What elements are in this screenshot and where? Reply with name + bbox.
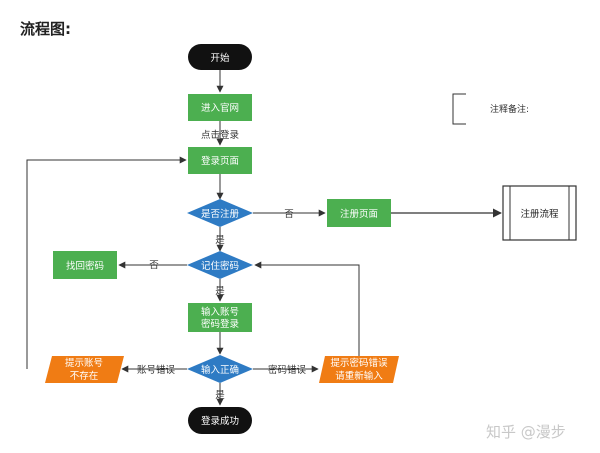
watermark: 知乎 @漫步 bbox=[486, 423, 566, 441]
edge-pwderror-remember bbox=[254, 261, 360, 356]
node-login-success-label: 登录成功 bbox=[201, 415, 239, 427]
page-title: 流程图: bbox=[20, 20, 71, 38]
node-is-registered: 是否注册 bbox=[187, 199, 253, 227]
node-login-page-label: 登录页面 bbox=[201, 156, 239, 167]
node-start-label: 开始 bbox=[210, 52, 230, 64]
edge-label-account-error: 账号错误 bbox=[137, 364, 176, 376]
node-register-page: 注册页面 bbox=[327, 199, 391, 227]
node-enter-site: 进入官网 bbox=[188, 94, 252, 121]
node-enter-site-label: 进入官网 bbox=[201, 102, 239, 114]
annotation-label: 注释备注: bbox=[490, 103, 529, 115]
node-input-login-line1: 输入账号 bbox=[201, 306, 239, 318]
node-find-password-label: 找回密码 bbox=[66, 260, 104, 272]
node-register-flow: 注册流程 bbox=[502, 185, 577, 241]
node-no-account: 提示账号 不存在 bbox=[45, 356, 124, 383]
node-input-correct-label: 输入正确 bbox=[201, 364, 239, 376]
node-is-registered-label: 是否注册 bbox=[201, 208, 240, 220]
node-login-page: 登录页面 bbox=[188, 147, 252, 174]
edge-label-yes-register: 是 bbox=[215, 235, 225, 246]
node-login-success: 登录成功 bbox=[188, 407, 252, 434]
edge-label-click-login: 点击登录 bbox=[201, 129, 240, 141]
node-register-page-label: 注册页面 bbox=[340, 208, 378, 220]
node-input-login: 输入账号 密码登录 bbox=[188, 303, 252, 332]
node-start: 开始 bbox=[188, 44, 252, 70]
edges bbox=[26, 70, 502, 406]
node-input-correct: 输入正确 bbox=[187, 355, 253, 383]
node-input-login-line2: 密码登录 bbox=[201, 318, 240, 330]
node-no-account-line2: 不存在 bbox=[70, 370, 99, 382]
edge-label-yes-correct: 是 bbox=[215, 390, 225, 401]
node-remember-password-label: 记住密码 bbox=[201, 260, 239, 272]
edge-label-no-remember: 否 bbox=[149, 260, 159, 271]
edge-label-no-register: 否 bbox=[284, 209, 294, 220]
node-password-error: 提示密码错误 请重新输入 bbox=[319, 356, 399, 383]
node-password-error-line2: 请重新输入 bbox=[335, 370, 383, 382]
node-remember-password: 记住密码 bbox=[187, 251, 253, 279]
annotation: 注释备注: bbox=[452, 93, 529, 125]
node-find-password: 找回密码 bbox=[53, 251, 117, 279]
edge-noaccount-login bbox=[26, 156, 187, 369]
node-register-flow-label: 注册流程 bbox=[520, 208, 559, 220]
node-no-account-line1: 提示账号 bbox=[65, 357, 103, 369]
edge-label-yes-remember: 是 bbox=[215, 286, 225, 297]
edge-label-password-error: 密码错误 bbox=[268, 364, 307, 376]
node-password-error-line1: 提示密码错误 bbox=[330, 357, 388, 369]
